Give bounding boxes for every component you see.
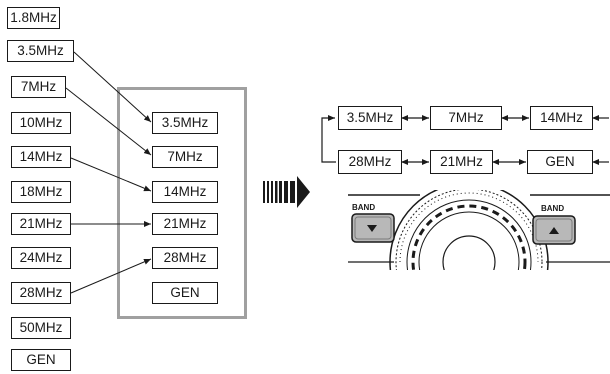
band-3.5mhz: 3.5MHz xyxy=(7,40,74,62)
selection-arrows xyxy=(65,51,152,294)
cycle-7mhz: 7MHz xyxy=(430,106,502,130)
selected-band-3.5mhz: 3.5MHz xyxy=(152,112,218,134)
band-21mhz: 21MHz xyxy=(11,213,71,235)
band-50mhz: 50MHz xyxy=(11,317,71,339)
arrow-3.5mhz xyxy=(73,51,152,123)
band-up-button xyxy=(532,215,576,245)
loop-left xyxy=(321,115,336,163)
band-7mhz: 7MHz xyxy=(11,76,66,98)
cycle-connectors xyxy=(321,115,609,165)
band-24mhz: 24MHz xyxy=(11,247,71,269)
radio-panel xyxy=(348,190,610,270)
selected-band-28mhz: 28MHz xyxy=(152,247,218,269)
transition-arrow-icon xyxy=(263,176,310,208)
selected-bands-frame xyxy=(117,87,247,319)
selected-band-7mhz: 7MHz xyxy=(152,146,218,168)
band-10mhz: 10MHz xyxy=(11,112,71,134)
cycle-14mhz: 14MHz xyxy=(530,106,593,130)
selected-band-21mhz: 21MHz xyxy=(152,213,218,235)
arrow-14mhz xyxy=(70,157,152,192)
arrow-7mhz xyxy=(65,87,152,156)
main-dial xyxy=(389,190,549,270)
band-28mhz: 28MHz xyxy=(11,282,71,304)
band-label-left: BAND xyxy=(352,203,375,212)
band-1.8mhz: 1.8MHz xyxy=(7,7,60,29)
band-label-right: BAND xyxy=(541,204,564,213)
band-14mhz: 14MHz xyxy=(11,146,71,168)
cycle-28mhz: 28MHz xyxy=(338,150,402,174)
band-18mhz: 18MHz xyxy=(11,181,71,203)
selected-band-gen: GEN xyxy=(152,282,218,304)
band-down-button xyxy=(351,213,395,243)
band-gen: GEN xyxy=(11,349,71,371)
cycle-gen: GEN xyxy=(527,150,593,174)
selected-band-14mhz: 14MHz xyxy=(152,181,218,203)
arrow-28mhz xyxy=(70,258,152,294)
cycle-21mhz: 21MHz xyxy=(430,150,493,174)
